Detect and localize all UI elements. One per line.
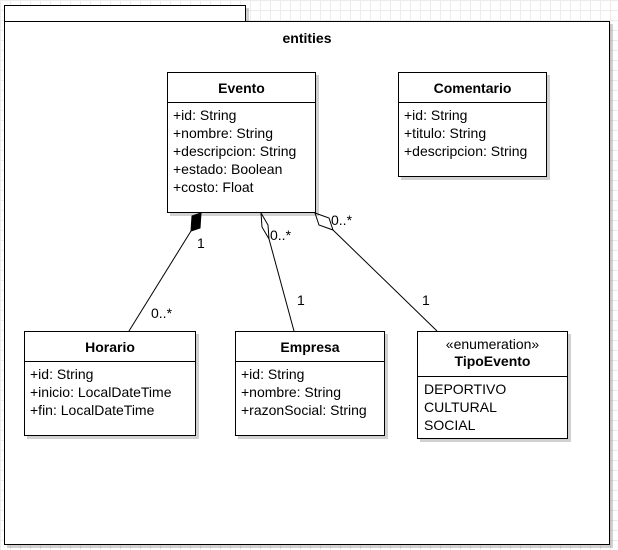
class-empresa-header: Empresa <box>236 332 384 362</box>
enum-tipoevento-name: TipoEvento <box>454 353 531 369</box>
attribute: +titulo: String <box>404 125 487 141</box>
attribute: +descripcion: String <box>173 143 297 159</box>
class-evento-header: Evento <box>168 73 315 103</box>
class-comentario-header: Comentario <box>399 73 546 103</box>
package-name: entities <box>282 30 332 46</box>
class-evento[interactable]: Evento +id: String +nombre: String +desc… <box>167 72 316 213</box>
enum-tipoevento-stereotype: «enumeration» <box>445 336 540 352</box>
class-horario[interactable]: Horario +id: String +inicio: LocalDateTi… <box>24 331 196 436</box>
mult-evento-horario-source: 1 <box>197 235 205 251</box>
enum-literal: SOCIAL <box>424 417 476 433</box>
attribute: +inicio: LocalDateTime <box>30 384 172 400</box>
enum-tipoevento-literals: DEPORTIVO CULTURAL SOCIAL <box>418 377 567 434</box>
class-empresa[interactable]: Empresa +id: String +nombre: String +raz… <box>235 331 385 436</box>
enum-literal: CULTURAL <box>424 399 497 415</box>
attribute: +fin: LocalDateTime <box>30 402 155 418</box>
class-horario-header: Horario <box>25 332 195 362</box>
attribute: +descripcion: String <box>404 143 528 159</box>
class-empresa-name: Empresa <box>280 339 340 355</box>
attribute: +razonSocial: String <box>241 402 367 418</box>
mult-evento-tipoevento-source: 0..* <box>331 212 353 228</box>
mult-evento-tipoevento-target: 1 <box>422 292 430 308</box>
class-comentario-name: Comentario <box>433 80 512 96</box>
attribute: +id: String <box>173 107 237 123</box>
attribute: +nombre: String <box>173 125 273 141</box>
mult-evento-empresa-source: 0..* <box>270 227 292 243</box>
class-evento-name: Evento <box>218 80 265 96</box>
class-comentario-attributes: +id: String +titulo: String +descripcion… <box>399 103 546 160</box>
mult-evento-horario-target: 0..* <box>151 305 173 321</box>
class-empresa-attributes: +id: String +nombre: String +razonSocial… <box>236 362 384 419</box>
class-comentario[interactable]: Comentario +id: String +titulo: String +… <box>398 72 547 177</box>
class-horario-attributes: +id: String +inicio: LocalDateTime +fin:… <box>25 362 195 419</box>
package-tab <box>4 5 246 22</box>
class-horario-name: Horario <box>85 339 135 355</box>
enum-tipoevento[interactable]: «enumeration» TipoEvento DEPORTIVO CULTU… <box>417 331 568 439</box>
attribute: +id: String <box>404 107 468 123</box>
class-evento-attributes: +id: String +nombre: String +descripcion… <box>168 103 315 196</box>
enum-tipoevento-header: «enumeration» TipoEvento <box>418 332 567 377</box>
attribute: +nombre: String <box>241 384 341 400</box>
attribute: +id: String <box>241 366 305 382</box>
attribute: +estado: Boolean <box>173 161 283 177</box>
attribute: +id: String <box>30 366 94 382</box>
attribute: +costo: Float <box>173 179 254 195</box>
enum-literal: DEPORTIVO <box>424 381 507 397</box>
mult-evento-empresa-target: 1 <box>297 292 305 308</box>
